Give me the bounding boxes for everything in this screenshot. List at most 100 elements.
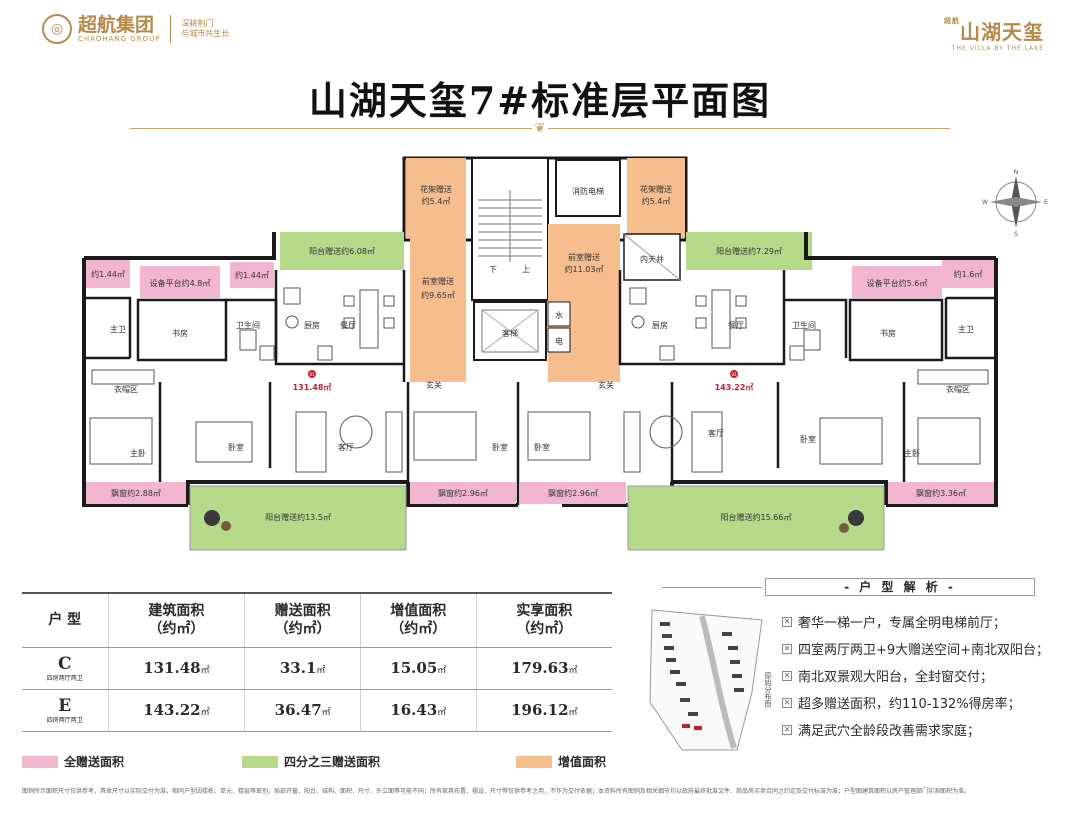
list-item: ✕奢华一梯一户，专属全明电梯前厅；	[782, 608, 1049, 635]
list-item: ✕ 四室两厅两卫+9大赠送空间+南北双阳台；	[782, 635, 1049, 662]
table-header-type: 户 型	[22, 592, 108, 648]
fire-elevator-label: 消防电梯	[572, 186, 604, 196]
plant-pot-right-icon	[848, 510, 864, 526]
compass-e: E	[1044, 199, 1048, 206]
balcony-top-right	[686, 232, 812, 270]
unit-c-marker-icon	[308, 370, 316, 378]
list-item: ✕超多赠送面积，约110-132%得房率；	[782, 689, 1049, 716]
equip-platform-left-label: 设备平台约4.8㎡	[150, 278, 211, 288]
row-c-gift: 33.1㎡	[244, 647, 361, 690]
stool-left-icon	[221, 521, 231, 531]
legend-item-three-quarter: 四分之三赠送面积	[242, 753, 380, 770]
legend-label-full-gift: 全赠送面积	[64, 755, 125, 769]
site-road	[699, 615, 737, 749]
inner-patio-label: 内天井	[640, 254, 664, 264]
table-header-row: 户 型 建筑面积（约㎡） 赠送面积（约㎡） 增值面积（约㎡） 实享面积（约㎡）	[22, 592, 612, 648]
equip-platform-right-label: 设备平台约5.6㎡	[867, 278, 928, 288]
project-en: THE VILLA BY THE LAKE	[951, 45, 1044, 52]
balcony-top-right-label: 阳台赠送约7.29㎡	[716, 246, 782, 256]
compass-n: N	[1014, 169, 1019, 176]
analysis-point-2: 四室两厅两卫+9大赠送空间+南北双阳台；	[798, 643, 1050, 658]
small-platform-left-2	[230, 262, 274, 288]
furniture	[89, 287, 989, 473]
header-build-label: 建筑面积	[148, 603, 205, 620]
small-platform-right-1-label: 约1.6㎡	[954, 269, 983, 279]
row-e-added-unit: ㎡	[437, 708, 447, 718]
row-c-build-value: 131.48	[143, 659, 201, 677]
row-e-gift-value: 36.47	[274, 701, 322, 719]
header-build-unit: （约㎡）	[148, 621, 205, 638]
row-c-gift-value: 33.1	[279, 659, 317, 677]
site-highlight	[682, 724, 702, 730]
stool-right-icon	[839, 523, 849, 533]
row-c-added-unit: ㎡	[437, 666, 447, 676]
flower-rack-left-label-2: 约5.4㎡	[422, 196, 451, 206]
bay-window-1-label: 飘窗约2.88㎡	[111, 488, 161, 498]
closet-left-label: 衣帽区	[114, 384, 138, 394]
legend-item-full-gift: 全赠送面积	[22, 753, 124, 770]
balcony-bottom-left-label: 阳台赠送约13.5㎡	[265, 512, 331, 522]
front-room-left	[410, 232, 466, 382]
row-c-actual-value: 179.63	[511, 659, 569, 677]
header-added-label: 增值面积	[390, 603, 447, 620]
brand-name: 超航集团	[78, 14, 155, 36]
flower-rack-right-label-1: 花架赠送	[640, 184, 672, 194]
row-c-gift-unit: ㎡	[316, 666, 326, 676]
row-c-type-code: C	[57, 653, 72, 674]
unit-e-area: 143.22㎡	[715, 382, 754, 392]
stairwell: 下 上	[471, 157, 549, 301]
electric-shaft	[547, 327, 571, 353]
analysis-point-3: 南北双景观大阳台，全封窗交付；	[798, 670, 994, 685]
list-item: ✕ 南北双景观大阳台，全封窗交付；	[782, 662, 1049, 689]
compass-icon: N S E W	[982, 169, 1048, 238]
row-e-actual-unit: ㎡	[568, 708, 578, 718]
check-icon: ✕	[782, 670, 792, 681]
foyer-right-label: 玄关	[598, 380, 614, 390]
ornament-icon: ❦	[532, 121, 548, 136]
legend-item-added: 增值面积	[516, 753, 606, 770]
row-c-type-desc: 四房两厅两卫	[46, 674, 83, 682]
water-shaft-label: 水	[555, 310, 563, 320]
check-icon: ✕	[782, 643, 792, 654]
brand-text: 超航集团 CHAOHANG GROUP	[78, 15, 160, 43]
master-bath-left-label: 主卫	[110, 324, 126, 334]
check-icon: ✕	[782, 697, 792, 708]
small-platform-left-2-label: 约1.44㎡	[235, 270, 269, 280]
inner-walls	[84, 270, 996, 505]
small-platform-left-1	[86, 260, 130, 288]
row-e-actual: 196.12㎡	[475, 689, 612, 732]
page-title: 山湖天玺7#标准层平面图	[308, 78, 772, 123]
compass-w: W	[982, 199, 988, 206]
bay-window-1	[86, 482, 186, 504]
balcony-top-left-label: 阳台赠送约6.08㎡	[309, 246, 375, 256]
row-c-build-unit: ㎡	[200, 666, 210, 676]
project-logo: 超航山湖天玺 THE VILLA BY THE LAKE	[944, 16, 1044, 52]
bay-window-3	[520, 482, 626, 504]
bedroom-left-2-label: 卧室	[492, 442, 508, 452]
row-e-build-unit: ㎡	[200, 708, 210, 718]
balcony-bottom-right	[627, 485, 885, 551]
small-platform-left-1-label: 约1.44㎡	[91, 269, 125, 279]
analysis-divider	[662, 587, 762, 588]
balcony-bottom-right-label: 阳台赠送约15.66㎡	[721, 512, 792, 522]
flower-rack-right	[627, 158, 685, 238]
electric-shaft-label: 电	[555, 336, 563, 346]
dining-right-label: 餐厅	[728, 321, 744, 330]
row-c-added: 15.05㎡	[359, 647, 477, 690]
bay-window-2-label: 飘窗约2.96㎡	[438, 488, 488, 498]
header-type-label: 户 型	[48, 612, 82, 629]
brand-divider	[170, 15, 172, 43]
study-left-label: 书房	[172, 328, 188, 338]
table-header-build: 建筑面积（约㎡）	[107, 592, 245, 648]
balcony-bottom-left	[189, 485, 407, 551]
study-right-label: 书房	[880, 328, 896, 338]
row-c-actual-unit: ㎡	[568, 666, 578, 676]
master-bed-left-label: 主卧	[130, 448, 146, 458]
disclaimer: 图例所示面积尺寸仅供参考，具体尺寸以实际交付为准，相同户型因楼栋、单元、楼层等差…	[22, 788, 971, 795]
unit-c-number: 01	[309, 372, 315, 377]
bay-window-4-label: 飘窗约3.36㎡	[916, 488, 966, 498]
bath-left-label: 卫生间	[236, 320, 260, 330]
balcony-top-left	[280, 232, 404, 270]
